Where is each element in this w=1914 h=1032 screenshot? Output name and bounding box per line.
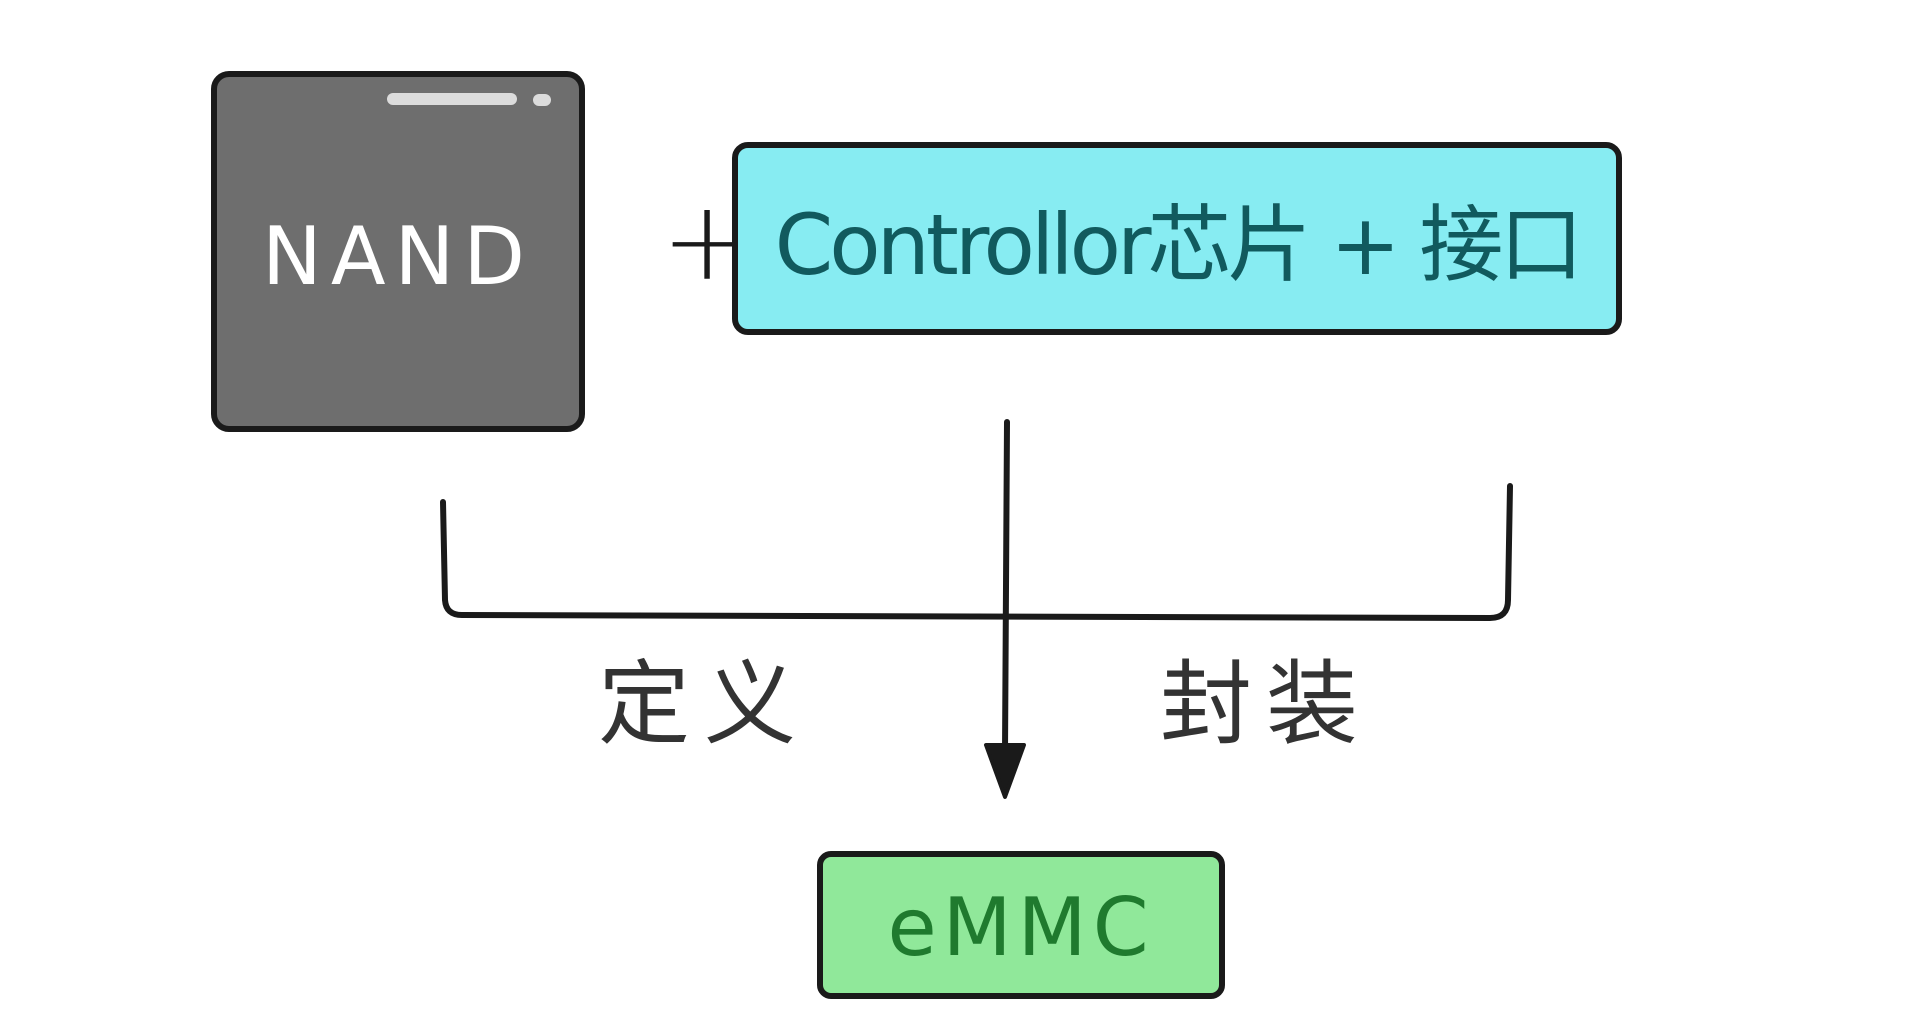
arrow-head	[984, 743, 1026, 799]
package-label: 封装	[1160, 651, 1373, 758]
chip-notch-bar	[387, 93, 517, 105]
define-label: 定义	[598, 651, 811, 758]
controller-label: Controllor芯片 + 接口	[774, 196, 1584, 294]
controller-interface-box: Controllor芯片 + 接口	[732, 142, 1622, 335]
nand-chip-box: NAND	[211, 71, 585, 432]
emmc-box: eMMC	[817, 851, 1225, 999]
arrow-shaft	[1002, 419, 1010, 755]
chip-notch-dot	[533, 94, 551, 106]
nand-label: NAND	[261, 210, 534, 303]
grouping-brace	[440, 483, 1513, 621]
emmc-label: eMMC	[887, 880, 1155, 974]
